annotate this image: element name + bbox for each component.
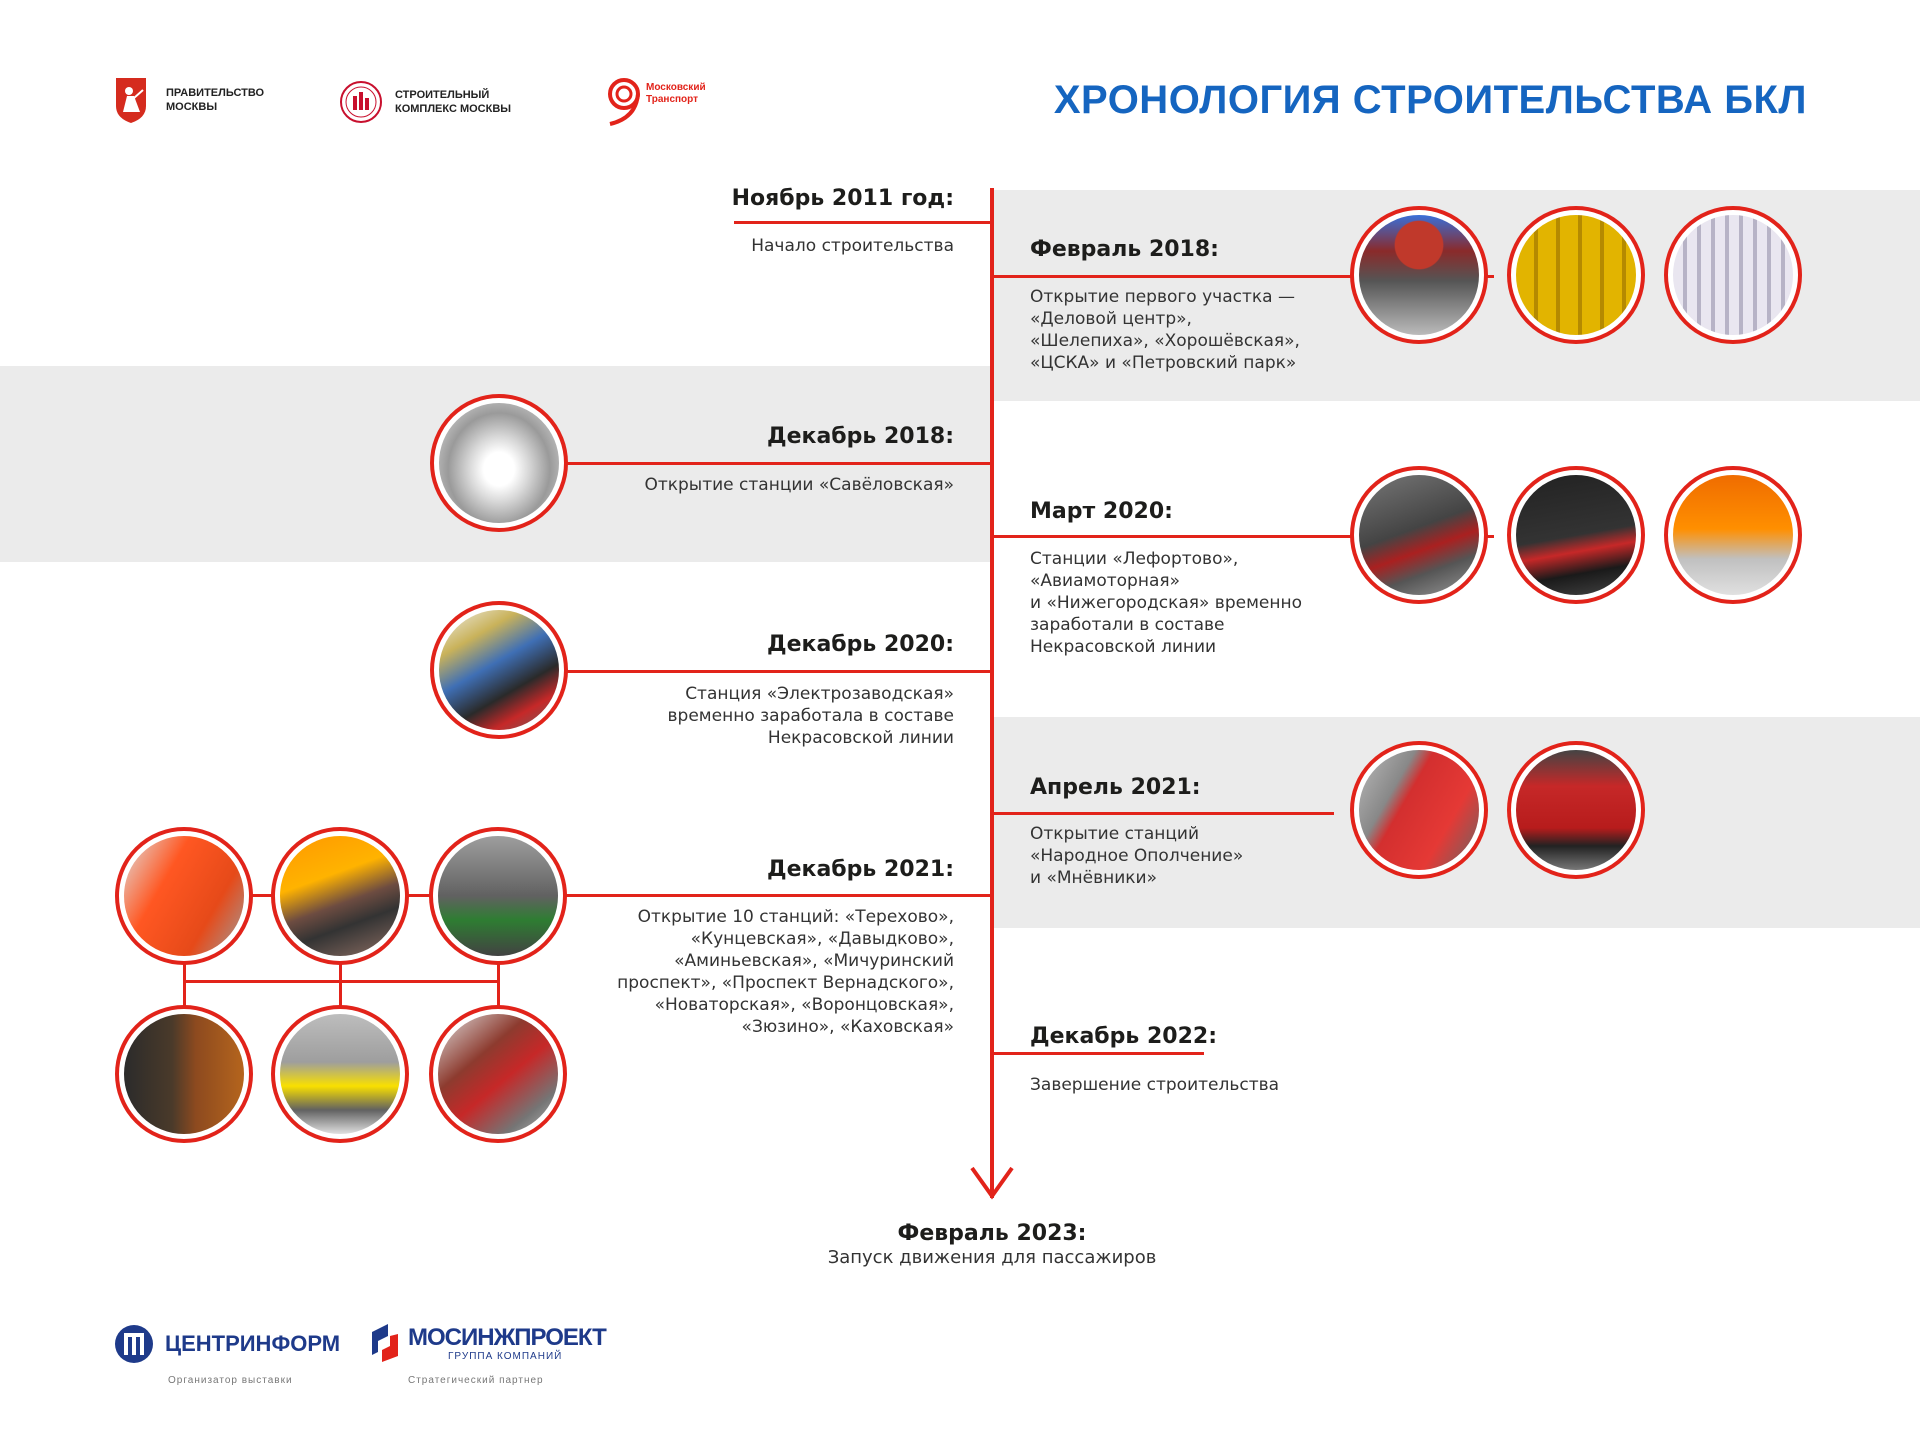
photo-elektrozavodskaya [430, 601, 568, 739]
photo-lefortovo [1350, 466, 1488, 604]
event-desc-nov-2011: Начало строительства [751, 236, 954, 256]
connector-vertical-3 [497, 894, 500, 1074]
mosinzhproekt-name: МОСИНЖПРОЕКТ [408, 1323, 607, 1351]
moscow-transport-icon [608, 78, 640, 126]
connector-dec-2020 [566, 670, 990, 673]
event-date-dec-2018: Декабрь 2018: [767, 424, 954, 449]
logo-text-line-1: Московский [646, 82, 706, 93]
logo-centrinform: ЦЕНТРИНФОРМ [113, 1323, 340, 1365]
photo-mnevniki [1507, 741, 1645, 879]
timeline-axis [990, 188, 994, 1198]
connector-mar-2020 [994, 535, 1494, 538]
mosinzhproekt-caption: Стратегический партнер [408, 1375, 544, 1386]
connector-nov-2011 [734, 221, 990, 224]
connector-vertical-1 [183, 894, 186, 1074]
logo-text-line-2: Транспорт [646, 94, 699, 105]
event-date-dec-2022: Декабрь 2022: [1030, 1024, 1217, 1049]
logo-construction-complex: СТРОИТЕЛЬНЫЙ КОМПЛЕКС МОСКВЫ [339, 80, 511, 124]
centrinform-caption: Организатор выставки [168, 1375, 293, 1386]
connector-dec-2022 [994, 1052, 1204, 1055]
connector-feb-2018 [994, 275, 1494, 278]
connector-apr-2021 [994, 812, 1334, 815]
event-date-nov-2011: Ноябрь 2011 год: [731, 186, 954, 211]
mosinzhproekt-sub: ГРУППА КОМПАНИЙ [448, 1350, 563, 1362]
connector-dec-2018 [566, 462, 990, 465]
logo-text-line-2: КОМПЛЕКС МОСКВЫ [395, 103, 512, 115]
connector-bottom-row [183, 980, 500, 983]
event-date-apr-2021: Апрель 2021: [1030, 775, 1201, 800]
event-desc-apr-2021: Открытие станций «Народное Ополчение» и … [1030, 824, 1244, 888]
logo-text-line-1: СТРОИТЕЛЬНЫЙ [395, 89, 490, 101]
photo-nizhegorodskaya [1664, 466, 1802, 604]
logo-mosinzhproekt: МОСИНЖПРОЕКТ ГРУППА КОМПАНИЙ [368, 1322, 607, 1364]
connector-vertical-2 [339, 894, 342, 1074]
photo-delovoy-tsentr [1350, 206, 1488, 344]
moscow-coat-of-arms-icon [116, 78, 146, 123]
event-desc-feb-2018: Открытие первого участка — «Деловой цент… [1030, 287, 1300, 373]
logo-moscow-government: ПРАВИТЕЛЬСТВО МОСКВЫ [114, 76, 264, 124]
photo-kakhovskaya [429, 1005, 567, 1143]
event-desc-dec-2021: Открытие 10 станций: «Терехово», «Кунцев… [617, 907, 954, 1037]
mosinzhproekt-logo-icon [372, 1324, 398, 1362]
photo-shelepikha [1507, 206, 1645, 344]
event-date-feb-2018: Февраль 2018: [1030, 237, 1219, 262]
centrinform-name: ЦЕНТРИНФОРМ [165, 1331, 341, 1356]
photo-terekhovo [115, 827, 253, 965]
event-date-dec-2021: Декабрь 2021: [767, 857, 954, 882]
event-desc-dec-2022: Завершение строительства [1030, 1075, 1280, 1095]
event-desc-dec-2020: Станция «Электрозаводская» временно зара… [667, 684, 954, 748]
photo-narodnoe-opolchenie [1350, 741, 1488, 879]
photo-aviamotornaya [1507, 466, 1645, 604]
event-desc-mar-2020: Станции «Лефортово», «Авиамоторная» и «Н… [1030, 549, 1302, 657]
photo-aminyevskaya [115, 1005, 253, 1143]
photo-tsska [1664, 206, 1802, 344]
final-desc: Запуск движения для пассажиров [827, 1247, 1157, 1268]
photo-davydkovo [429, 827, 567, 965]
event-desc-dec-2018: Открытие станции «Савёловская» [644, 475, 954, 495]
construction-complex-seal-icon [340, 81, 382, 123]
photo-savelovskaya [430, 394, 568, 532]
event-date-dec-2020: Декабрь 2020: [767, 632, 954, 657]
final-date: Февраль 2023: [897, 1221, 1087, 1246]
photo-zyuzino [271, 1005, 409, 1143]
page-title: ХРОНОЛОГИЯ СТРОИТЕЛЬСТВА БКЛ [1053, 78, 1807, 122]
event-date-mar-2020: Март 2020: [1030, 499, 1173, 524]
logo-moscow-transport: Московский Транспорт [600, 76, 706, 126]
centrinform-logo-icon [115, 1325, 153, 1363]
logo-text-line-2: МОСКВЫ [166, 101, 218, 113]
timeline-arrow-icon [970, 1166, 1014, 1200]
logo-text-line-1: ПРАВИТЕЛЬСТВО [166, 87, 265, 99]
photo-kuntsevskaya [271, 827, 409, 965]
